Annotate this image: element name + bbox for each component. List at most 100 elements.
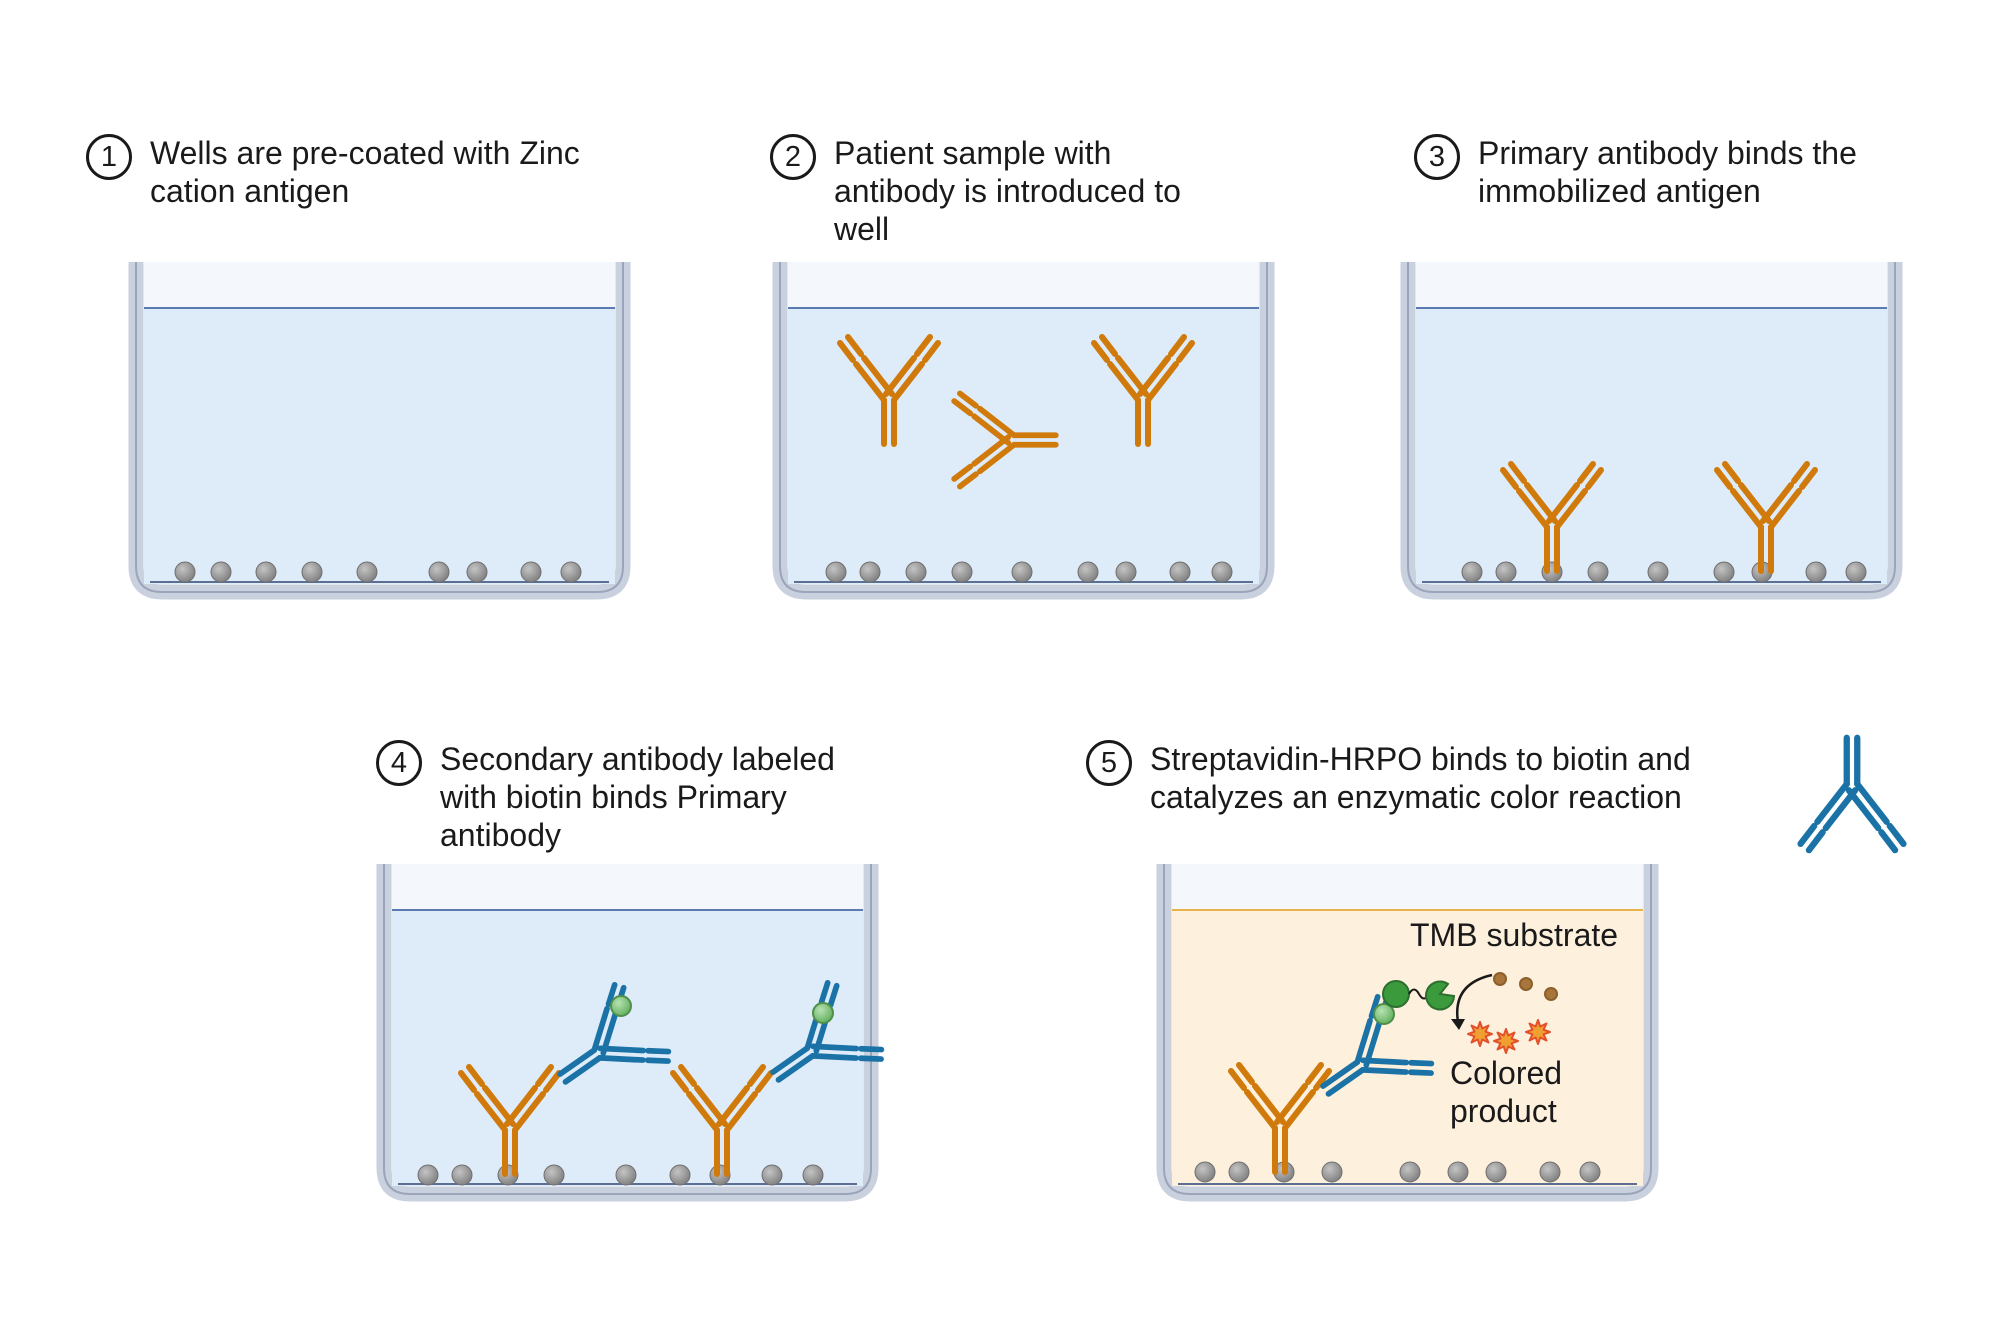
- antigen-bead-icon: [905, 561, 927, 583]
- antibody-strand: [747, 1064, 766, 1087]
- well-2-antigens: [825, 561, 1233, 583]
- well-2: [772, 262, 1275, 600]
- step-3-number: 3: [1414, 134, 1460, 180]
- antibody-strand: [1228, 1068, 1247, 1091]
- antigen-bead-icon: [1579, 1161, 1601, 1183]
- product-star-icon: [1525, 1019, 1551, 1045]
- secondary-antibody-icon: [557, 981, 672, 1085]
- antibody-strand: [1236, 1062, 1255, 1085]
- secondary-antibody-icon: [770, 979, 885, 1083]
- well-outline: [383, 864, 872, 1195]
- antigen-bead-icon: [1399, 1161, 1421, 1183]
- antibody-strand: [951, 463, 974, 482]
- antigen-bead-icon: [859, 561, 881, 583]
- antibody-strand: [597, 1045, 647, 1054]
- antibody-strand: [1320, 1059, 1361, 1089]
- antigen-bead-icon: [1539, 1161, 1561, 1183]
- antibody-strand: [818, 979, 831, 1006]
- step-4-text: Secondary antibody labeled with biotin b…: [440, 741, 835, 853]
- antibody-strand: [1368, 993, 1381, 1020]
- step-2-number: 2: [770, 134, 816, 180]
- antibody-strand: [971, 413, 1012, 446]
- antigen-bead-icon: [1845, 561, 1867, 583]
- antigen-bead-icon: [669, 1164, 691, 1186]
- antibody-strand: [1244, 1089, 1278, 1131]
- antibody-strand: [1176, 340, 1195, 363]
- antibody-strand: [845, 334, 864, 357]
- well-headspace: [144, 262, 615, 308]
- antibody-strand: [670, 1070, 689, 1093]
- antibody-strand: [543, 1070, 562, 1093]
- antigen-bead-icon: [1011, 561, 1033, 583]
- well-outline: [135, 262, 624, 593]
- antibody-strand: [951, 398, 974, 417]
- antibody-strand: [914, 334, 933, 357]
- primary-antibody-icon: [670, 1064, 774, 1177]
- antibody-strand: [1282, 1089, 1316, 1131]
- antibody-strand: [891, 361, 925, 403]
- step-4-number: 4: [376, 740, 422, 786]
- antibody-strand: [591, 1005, 610, 1053]
- antigen-bead-icon: [615, 1164, 637, 1186]
- antibody-strand: [678, 1064, 697, 1087]
- antigen-bead-icon: [428, 561, 450, 583]
- antibody-strand: [1822, 787, 1859, 832]
- antibody-strand: [504, 1085, 538, 1127]
- antigen-bead-icon: [301, 561, 323, 583]
- antibody-strand: [535, 1064, 554, 1087]
- antigen-bead-icon: [1805, 561, 1827, 583]
- antigen-bead-icon: [951, 561, 973, 583]
- antibody-strand: [1791, 461, 1810, 484]
- antigen-bead-icon: [825, 561, 847, 583]
- antibody-strand: [1585, 467, 1604, 490]
- biotin-icon: [610, 995, 632, 1017]
- antibody-strand: [775, 1053, 816, 1083]
- legend-secondary-antibody-icon: [1797, 734, 1907, 854]
- primary-antibody-icon: [1714, 461, 1818, 574]
- biotin-icon: [1373, 1003, 1395, 1025]
- antigen-bead-icon: [1228, 1161, 1250, 1183]
- antigen-bead-icon: [543, 1164, 565, 1186]
- antibody-strand: [976, 405, 1017, 439]
- antibody-strand: [1508, 461, 1527, 484]
- antibody-strand: [1168, 334, 1187, 357]
- well-outline: [1407, 262, 1896, 593]
- antigen-bead-icon: [520, 561, 542, 583]
- antigen-bead-icon: [560, 561, 582, 583]
- primary-antibody-icon: [1091, 334, 1195, 447]
- antibody-strand: [1091, 340, 1110, 363]
- step-5-heading: 5 Streptavidin-HRPO binds to biotin and …: [1086, 740, 1746, 816]
- antibody-strand: [853, 361, 887, 403]
- step-2-text: Patient sample with antibody is introduc…: [834, 135, 1181, 247]
- well-outline: [1163, 864, 1652, 1195]
- antigen-bead-icon: [1211, 561, 1233, 583]
- antibody-strand: [1546, 482, 1580, 524]
- biotin-icon: [812, 1002, 834, 1024]
- hrpo-enzyme-icon: [1425, 980, 1456, 1011]
- well-3: [1400, 262, 1903, 600]
- well-5: [1156, 864, 1659, 1202]
- antibody-strand: [562, 1055, 603, 1085]
- colored-product-label-line1: Colored: [1450, 1055, 1563, 1091]
- antigen-bead-icon: [1461, 561, 1483, 583]
- well-1-antigens: [174, 561, 582, 583]
- reaction-arrow-icon: [1455, 973, 1493, 1023]
- antibody-strand: [1407, 1069, 1434, 1076]
- antigen-bead-icon: [802, 1164, 824, 1186]
- well-liquid: [1172, 910, 1643, 1186]
- antigen-bead-icon: [761, 1164, 783, 1186]
- well-headspace: [1416, 262, 1887, 308]
- antigen-bead-icon: [1115, 561, 1137, 583]
- antibody-strand: [956, 390, 979, 409]
- antibody-strand: [956, 471, 979, 490]
- antigen-bead-icon: [1321, 1161, 1343, 1183]
- primary-antibody-icon: [1228, 1062, 1332, 1175]
- antigen-bead-icon: [1194, 1161, 1216, 1183]
- antibody-strand: [1408, 1059, 1435, 1067]
- product-star-icon: [1493, 1028, 1519, 1054]
- reaction-arrowhead-icon: [1451, 1019, 1465, 1030]
- antibody-strand: [1722, 461, 1741, 484]
- product-star-icon: [1467, 1021, 1493, 1047]
